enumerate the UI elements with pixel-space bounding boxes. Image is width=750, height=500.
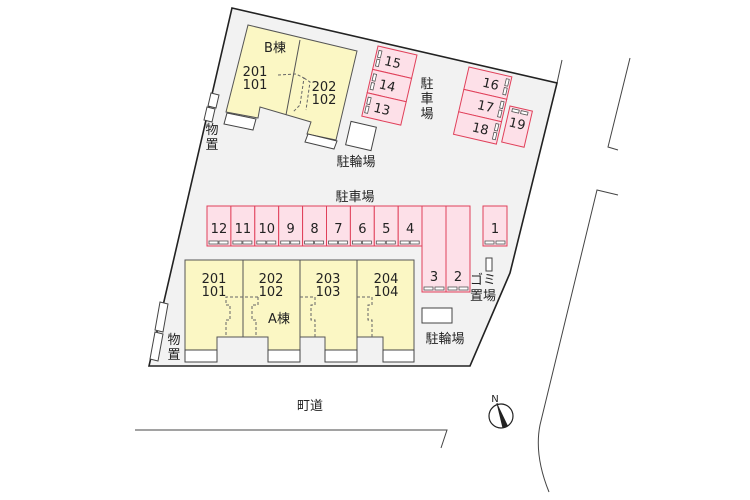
road-edge-bottom bbox=[135, 429, 448, 449]
roads bbox=[135, 57, 631, 493]
wheel-stop bbox=[256, 240, 267, 245]
wheel-stop bbox=[242, 240, 253, 245]
wheel-stop bbox=[266, 240, 277, 245]
bike-shelter-lower bbox=[421, 307, 453, 324]
storage-label: 物置 bbox=[205, 123, 218, 153]
unit-number: 102 bbox=[259, 285, 284, 300]
building-a-label: A棟 bbox=[268, 312, 290, 327]
north-compass-icon: N bbox=[488, 394, 514, 429]
stairs-outline bbox=[225, 296, 258, 337]
stairs-outline bbox=[300, 296, 316, 337]
garbage-area bbox=[485, 257, 493, 272]
slot-number: 15 bbox=[383, 54, 402, 72]
slot-number: 5 bbox=[382, 222, 390, 237]
slot-number: 19 bbox=[507, 115, 526, 133]
wheel-stop bbox=[361, 240, 372, 245]
slot-number: 13 bbox=[372, 101, 391, 119]
parking-label-vertical: 駐車場 bbox=[420, 77, 433, 122]
unit-number: 102 bbox=[312, 93, 337, 108]
unit-number: 202 bbox=[259, 272, 284, 287]
road-edge-upper-right bbox=[607, 57, 631, 151]
storage-lower: 物置 bbox=[149, 301, 181, 363]
balcony bbox=[304, 133, 338, 150]
slot-number: 8 bbox=[310, 222, 318, 237]
slot-number: 6 bbox=[358, 222, 366, 237]
road-edge bbox=[556, 59, 563, 84]
slot-number: 14 bbox=[377, 77, 396, 95]
balcony bbox=[223, 112, 257, 131]
unit-number: 101 bbox=[243, 78, 268, 93]
unit-number: 104 bbox=[374, 285, 399, 300]
unit-number: 201 bbox=[243, 65, 268, 80]
wheel-stop bbox=[208, 240, 219, 245]
parking-label: 駐車場 bbox=[335, 190, 374, 205]
slot-number: 17 bbox=[476, 98, 495, 116]
slot-number: 11 bbox=[235, 222, 252, 237]
wheel-stop bbox=[375, 240, 386, 245]
road-edge-lower-right bbox=[537, 189, 619, 493]
wheel-stop bbox=[218, 240, 229, 245]
unit-number: 202 bbox=[312, 80, 337, 95]
bike-parking-label: 駐輪場 bbox=[336, 154, 375, 170]
wheel-stop bbox=[351, 240, 362, 245]
wheel-stop bbox=[314, 240, 325, 245]
slot-number: 2 bbox=[454, 270, 462, 285]
storage-upper: 物置 bbox=[203, 92, 220, 153]
slot-number: 9 bbox=[287, 222, 295, 237]
garbage-label-bottom: 置場 bbox=[470, 289, 496, 304]
wheel-stop bbox=[409, 240, 420, 245]
wheel-stop bbox=[399, 240, 410, 245]
stairs-outline bbox=[303, 77, 311, 111]
unit-number: 101 bbox=[202, 285, 227, 300]
stairs-outline bbox=[251, 297, 259, 337]
parking-slot-2 bbox=[445, 205, 471, 293]
bike-parking-label: 駐輪場 bbox=[425, 331, 464, 347]
slot-number: 7 bbox=[334, 222, 342, 237]
north-label: N bbox=[491, 394, 498, 405]
parking-group-16-18: 16 17 18 bbox=[452, 66, 513, 145]
unit-number: 201 bbox=[202, 272, 227, 287]
wheel-stop bbox=[304, 240, 315, 245]
slot-number: 16 bbox=[481, 76, 500, 94]
parking-slot-13 bbox=[361, 92, 407, 126]
wheel-stop bbox=[328, 240, 338, 245]
stairs-outline bbox=[357, 296, 373, 337]
slot-number: 1 bbox=[491, 222, 499, 237]
town-road-label: 町道 bbox=[297, 399, 323, 414]
slot-number: 3 bbox=[430, 270, 438, 285]
unit-number: 103 bbox=[316, 285, 341, 300]
parking-slot-3 bbox=[421, 205, 447, 293]
wheel-stop bbox=[290, 240, 301, 245]
building-b-label: B棟 bbox=[264, 41, 286, 56]
parking-slot-1: 1 bbox=[482, 205, 508, 247]
slot-number: 4 bbox=[406, 222, 414, 237]
parking-group-13-15: 15 14 13 bbox=[361, 45, 418, 126]
parking-slot-19: 19 bbox=[501, 105, 534, 148]
slot-number: 12 bbox=[211, 222, 228, 237]
bike-shelter-upper bbox=[345, 120, 377, 152]
parking-slot-18 bbox=[452, 111, 503, 145]
wheel-stop bbox=[232, 240, 243, 245]
slot-number: 18 bbox=[470, 120, 489, 138]
unit-number: 203 bbox=[316, 272, 341, 287]
wheel-stop bbox=[338, 240, 348, 245]
building-a: A棟 201 101 202 102 203 103 204 104 bbox=[184, 259, 415, 363]
garbage-label-top: ゴミ bbox=[470, 272, 496, 288]
unit-number: 204 bbox=[374, 272, 399, 287]
wheel-stop bbox=[385, 240, 396, 245]
storage-label: 物置 bbox=[167, 333, 180, 363]
unit-divider bbox=[285, 39, 301, 116]
parking-long-slots: 3 2 bbox=[421, 205, 471, 293]
building-b: B棟 201 101 202 102 bbox=[223, 24, 358, 150]
slot-number: 10 bbox=[258, 222, 275, 237]
wheel-stop bbox=[280, 240, 291, 245]
